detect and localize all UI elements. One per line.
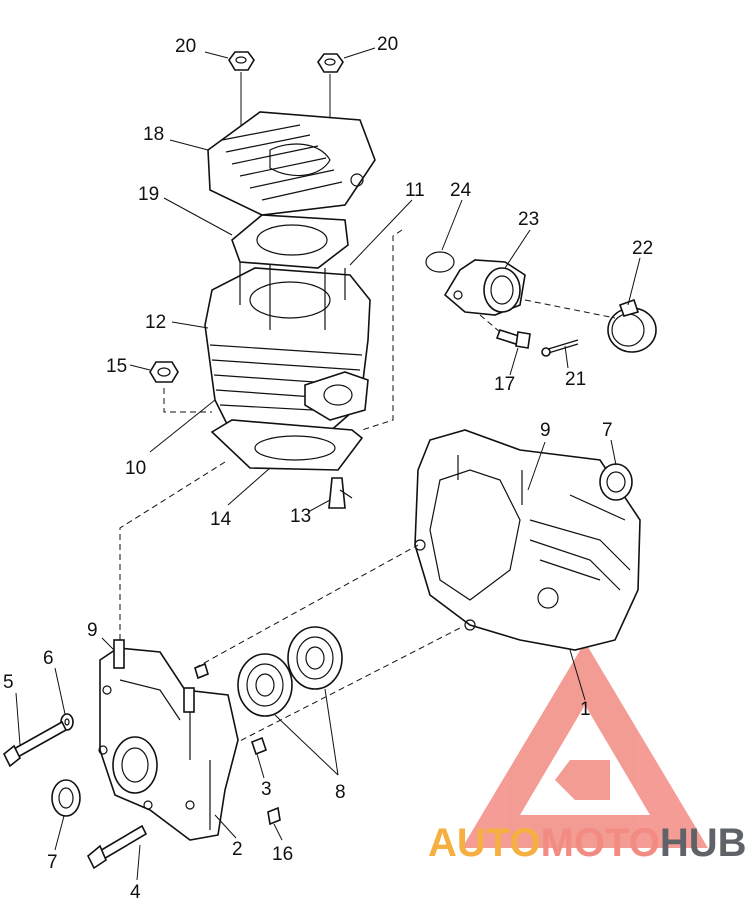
head-gasket: [231, 214, 349, 269]
oil-seal-right: [599, 463, 633, 501]
callout-20-left: 20: [175, 36, 196, 57]
callout-10: 10: [125, 458, 146, 479]
cylinder-head: [207, 111, 376, 216]
bolt-16: [267, 806, 281, 826]
dowel-pin-13: [328, 477, 353, 509]
crankcase-left: [98, 639, 239, 841]
cylinder-nut: [149, 361, 179, 383]
head-nut-right: [317, 53, 344, 73]
callout-22: 22: [632, 238, 653, 259]
callout-15: 15: [106, 356, 127, 377]
watermark-hub: HUB: [660, 821, 747, 865]
callout-19: 19: [138, 184, 159, 205]
callout-24: 24: [450, 180, 472, 201]
bearing-outer: [287, 626, 343, 690]
callout-5: 5: [3, 672, 14, 693]
callout-20-right: 20: [377, 34, 398, 55]
callout-3: 3: [261, 779, 272, 800]
callout-23: 23: [518, 209, 539, 230]
base-gasket: [210, 419, 364, 471]
callout-1: 1: [580, 699, 591, 720]
callout-17: 17: [494, 374, 515, 395]
cylinder: [204, 262, 371, 441]
callout-16: 16: [272, 844, 293, 865]
callout-8: 8: [335, 782, 346, 803]
watermark-moto: MOTO: [541, 821, 660, 865]
intake-clamp: [607, 298, 657, 353]
callout-11: 11: [405, 180, 425, 201]
oil-seal-left: [51, 779, 81, 817]
callout-7-right: 7: [602, 420, 613, 441]
intake-o-ring: [425, 251, 455, 273]
dowel-pin-top: [194, 662, 209, 680]
callout-14: 14: [210, 509, 232, 530]
crankcase-right: [414, 429, 641, 651]
bolt-5: [2, 720, 68, 768]
callout-2: 2: [232, 839, 243, 860]
watermark-logo: [462, 642, 708, 848]
callout-21: 21: [565, 369, 586, 390]
intake-manifold: [443, 259, 526, 316]
callout-9-right: 9: [540, 420, 551, 441]
clamp-screw-21: [541, 339, 579, 357]
watermark-text: AUTOMOTOHUB: [428, 821, 747, 865]
callout-6: 6: [43, 648, 54, 669]
callout-18: 18: [143, 124, 164, 145]
bolt-4: [87, 824, 148, 870]
watermark-auto: AUTO: [428, 821, 541, 865]
bearing-inner: [237, 653, 293, 717]
head-nut-left: [228, 51, 255, 71]
callout-12: 12: [145, 312, 166, 333]
dowel-pin-3: [251, 736, 267, 756]
manifold-bolt-17: [495, 329, 531, 349]
callout-13: 13: [290, 506, 311, 527]
callout-7-left: 7: [47, 852, 58, 873]
callout-9-left: 9: [87, 620, 98, 641]
callout-4: 4: [130, 882, 141, 903]
